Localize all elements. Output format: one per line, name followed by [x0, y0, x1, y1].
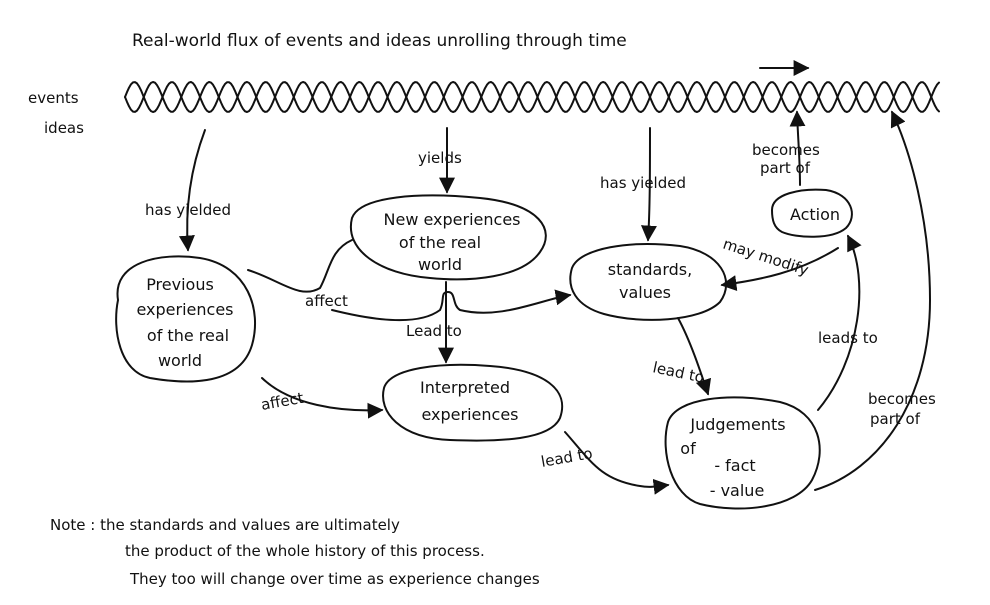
arrow-may-modify — [720, 247, 839, 292]
arrows — [178, 110, 931, 495]
svg-text:Interpreted: Interpreted — [420, 378, 510, 397]
arrow-affect-1b — [331, 289, 572, 322]
node-interpreted-experiences: Interpreted experiences — [382, 363, 564, 442]
label-lead-to-3: lead to — [540, 444, 594, 471]
flux-helix — [124, 81, 940, 113]
node-previous-experiences: Previous experiences of the real world — [115, 255, 256, 383]
node-standards-values: standards, values — [569, 243, 727, 321]
label-has-yielded-1: has yielded — [145, 201, 231, 219]
label-becomes-part-of-1b: part of — [760, 159, 811, 177]
node-judgements: Judgements of - fact - value — [664, 396, 821, 510]
arrow-affect-2 — [261, 377, 384, 419]
arrow-has-yielded-2 — [640, 127, 657, 242]
arrow-leads-to — [817, 234, 862, 411]
svg-text:Previous: Previous — [146, 275, 214, 294]
svg-text:world: world — [158, 351, 202, 370]
svg-text:experiences: experiences — [421, 405, 518, 424]
arrow-affect-1a — [247, 239, 353, 293]
svg-text:- fact: - fact — [714, 456, 755, 475]
svg-text:world: world — [418, 255, 462, 274]
label-becomes-part-of-2a: becomes — [868, 390, 936, 408]
note-line-1: Note : the standards and values are ulti… — [50, 516, 400, 534]
note-line-2: the product of the whole history of this… — [125, 542, 485, 560]
arrow-becomes-part-of-2 — [814, 110, 931, 491]
label-yields: yields — [418, 149, 462, 167]
svg-text:standards,: standards, — [608, 260, 692, 279]
svg-text:- value: - value — [710, 481, 765, 500]
arrow-lead-to-2 — [677, 317, 712, 396]
diagram-title: Real-world flux of events and ideas unro… — [132, 31, 627, 51]
note-line-3: They too will change over time as experi… — [129, 570, 540, 588]
svg-text:Judgements: Judgements — [689, 415, 785, 434]
svg-text:of the real: of the real — [399, 233, 481, 252]
events-label: events — [28, 89, 79, 107]
svg-text:of the real: of the real — [147, 326, 229, 345]
label-has-yielded-2: has yielded — [600, 174, 686, 192]
arrow-becomes-part-of-1 — [789, 110, 806, 186]
events-strand — [124, 81, 940, 113]
svg-text:Action: Action — [790, 205, 840, 224]
svg-text:experiences: experiences — [136, 300, 233, 319]
label-may-modify: may modify — [721, 235, 811, 280]
ideas-strand — [124, 81, 940, 113]
label-becomes-part-of-2b: part of — [870, 410, 921, 428]
label-affect-1: affect — [305, 292, 348, 310]
node-action: Action — [771, 188, 853, 238]
arrow-has-yielded-1 — [178, 129, 206, 252]
node-new-experiences: New experiences of the real world — [349, 194, 547, 281]
arrow-lead-to-3 — [564, 431, 670, 495]
label-affect-2: affect — [260, 389, 305, 414]
svg-text:values: values — [619, 283, 671, 302]
label-lead-to-1: Lead to — [406, 322, 462, 340]
ideas-label: ideas — [44, 119, 84, 137]
label-leads-to: leads to — [818, 329, 878, 347]
svg-text:New experiences: New experiences — [384, 210, 521, 229]
svg-text:of: of — [680, 439, 696, 458]
label-becomes-part-of-1a: becomes — [752, 141, 820, 159]
